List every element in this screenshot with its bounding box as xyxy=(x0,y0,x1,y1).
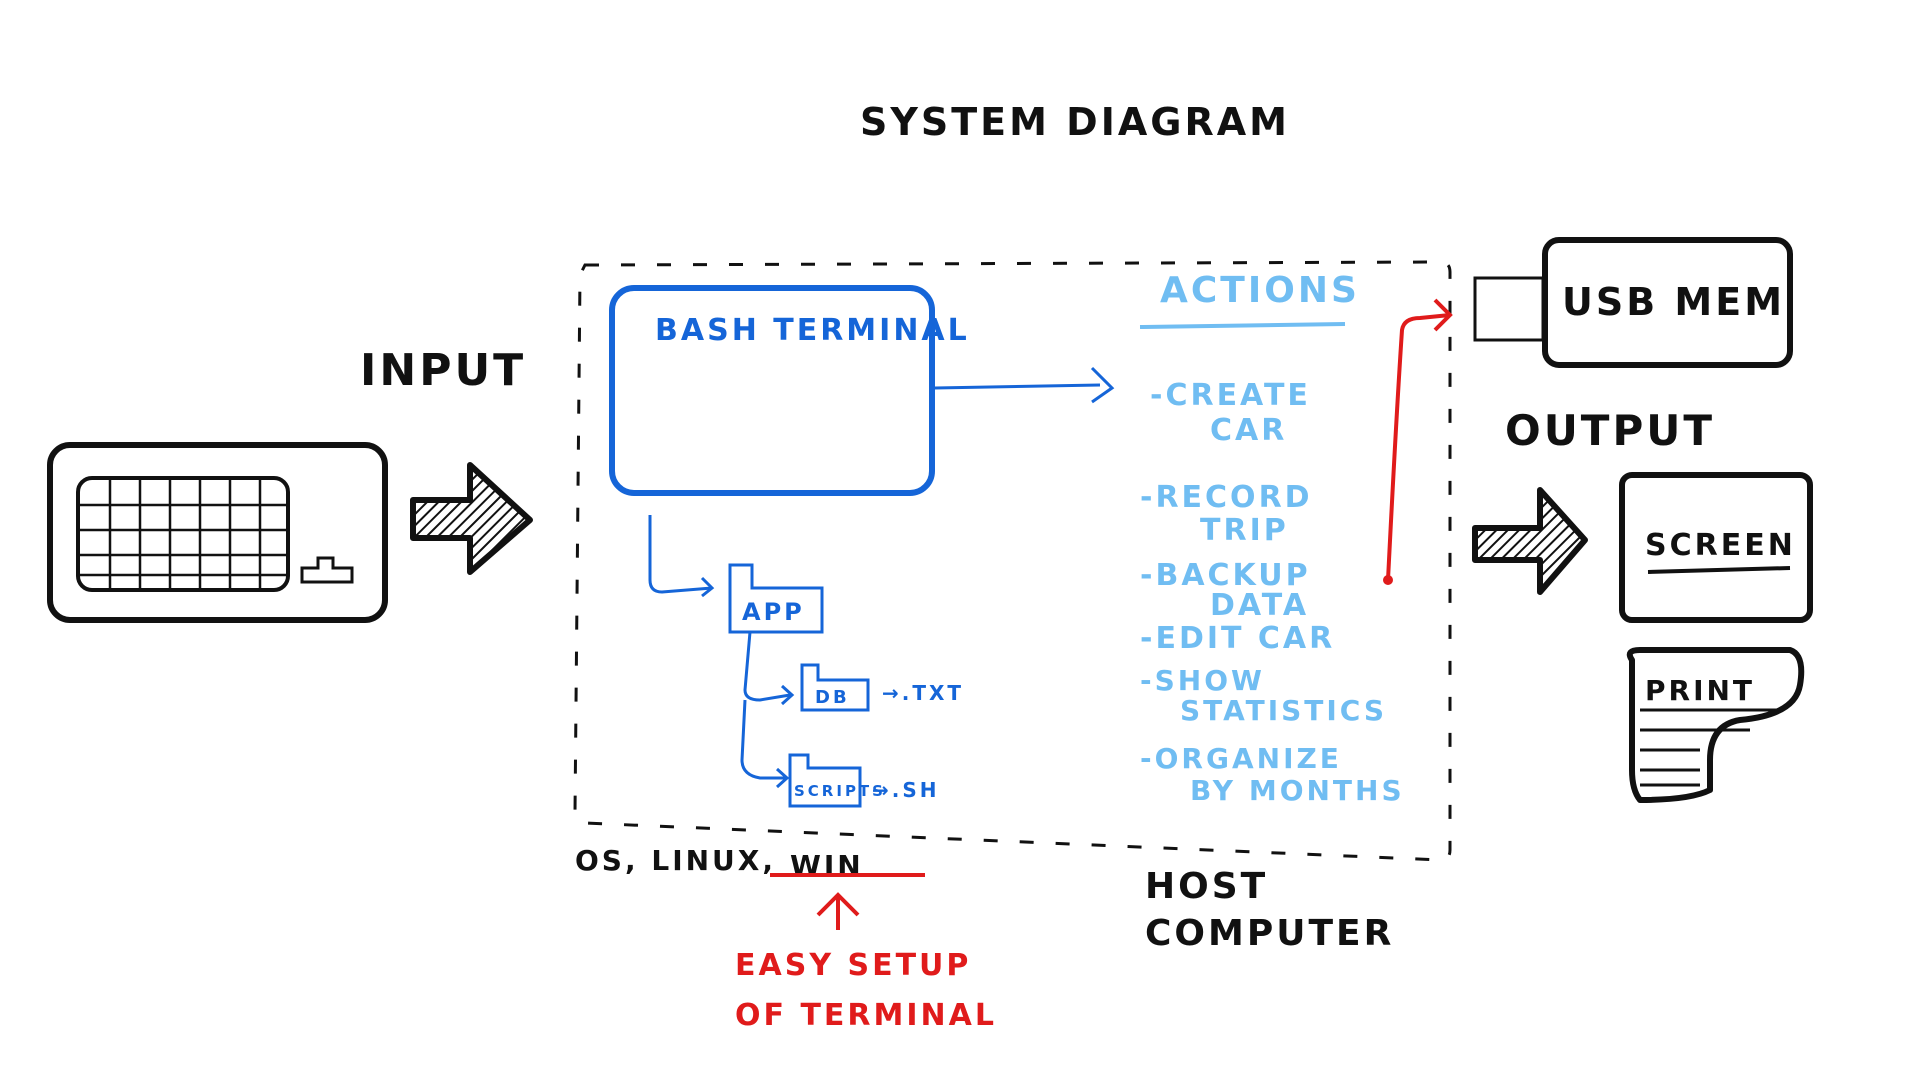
action-backup-data-line2: DATA xyxy=(1210,588,1309,623)
terminal-to-actions-arrow xyxy=(934,366,1115,404)
keyboard-icon xyxy=(47,442,388,623)
terminal-to-app-connector xyxy=(648,515,715,598)
actions-underline xyxy=(1139,322,1346,329)
bash-terminal-box xyxy=(609,285,935,496)
app-to-scripts-connector xyxy=(740,699,790,789)
action-show-statistics-line2: STATISTICS xyxy=(1180,694,1387,727)
setup-note-line1: EASY SETUP xyxy=(735,948,971,983)
action-show-statistics-line1: -SHOW xyxy=(1140,664,1265,697)
app-to-db-connector xyxy=(743,631,795,706)
os-win-struck: WIN xyxy=(790,849,864,882)
action-organize-by-months-line1: -ORGANIZE xyxy=(1140,742,1342,775)
os-label: OS, LINUX, xyxy=(575,844,776,877)
action-record-trip-line2: TRIP xyxy=(1200,513,1289,548)
usb-memory-icon xyxy=(1473,237,1793,368)
output-arrow-icon xyxy=(1472,487,1588,595)
bash-terminal-label: BASH TERMINAL xyxy=(655,313,970,348)
usb-memory-label: USB MEM xyxy=(1562,280,1785,324)
printout-icon xyxy=(1626,647,1805,803)
action-backup-data-line1: -BACKUP xyxy=(1140,558,1311,593)
host-computer-line2: COMPUTER xyxy=(1145,913,1394,954)
output-label: OUTPUT xyxy=(1505,406,1715,455)
action-record-trip-line1: -RECORD xyxy=(1140,480,1313,515)
db-extension: →.TXT xyxy=(882,681,964,705)
db-folder-icon xyxy=(800,663,870,712)
scripts-folder-icon xyxy=(788,753,862,808)
app-folder-icon xyxy=(728,563,824,634)
action-organize-by-months-line2: BY MONTHS xyxy=(1190,774,1405,807)
actions-heading: ACTIONS xyxy=(1160,270,1360,311)
screen-label: SCREEN xyxy=(1645,528,1796,563)
action-edit-car: -EDIT CAR xyxy=(1140,621,1335,656)
setup-note-line2: OF TERMINAL xyxy=(735,998,997,1033)
diagram-title: SYSTEM DIAGRAM xyxy=(860,100,1290,144)
input-arrow-icon xyxy=(410,462,533,575)
db-label: DB xyxy=(815,687,850,708)
scripts-extension: →.SH xyxy=(872,778,940,802)
app-label: APP xyxy=(742,598,805,626)
print-label: PRINT xyxy=(1645,674,1755,707)
setup-note-arrow xyxy=(816,892,860,930)
backup-to-usb-arrow xyxy=(1383,298,1453,585)
input-label: INPUT xyxy=(360,345,526,396)
scripts-label: SCRIPTS xyxy=(794,782,886,800)
action-create-car-line2: CAR xyxy=(1210,413,1287,448)
screen-underline xyxy=(1647,566,1791,574)
host-computer-line1: HOST xyxy=(1145,866,1268,907)
screen-box xyxy=(1619,472,1813,623)
printout-lines xyxy=(1640,708,1780,787)
action-create-car-line1: -CREATE xyxy=(1150,378,1311,413)
